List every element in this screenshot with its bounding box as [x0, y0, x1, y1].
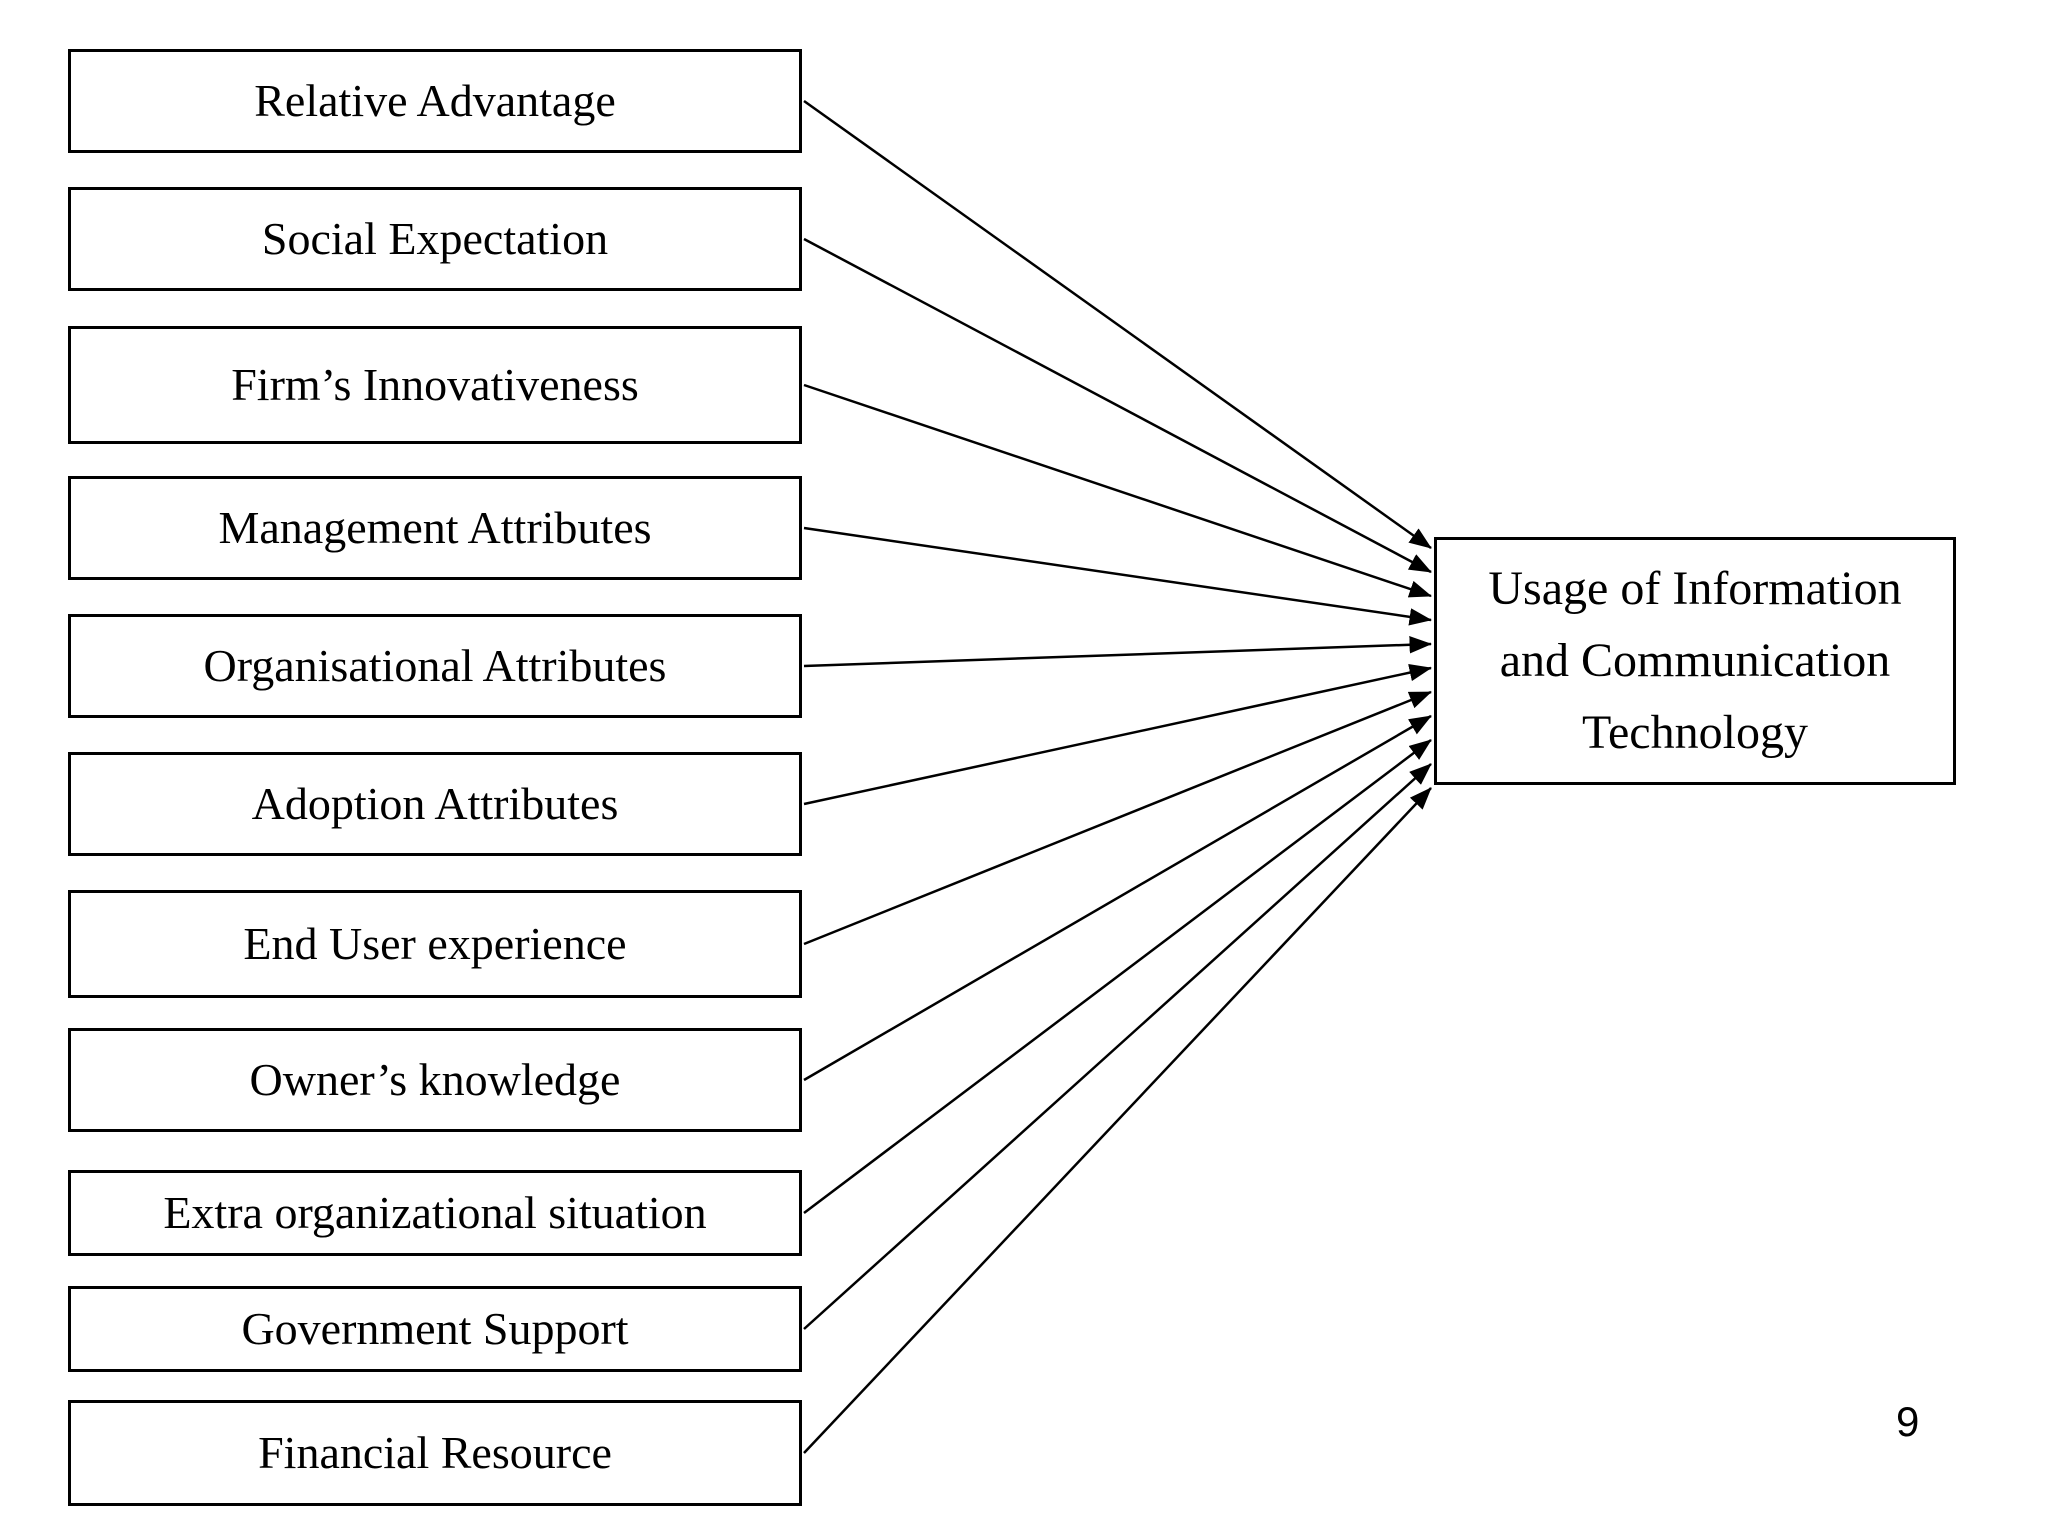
factor-box-label: Adoption Attributes: [251, 777, 619, 829]
factor-box-label: Extra organizational situation: [163, 1186, 707, 1238]
arrow-3: [803, 526, 1432, 626]
arrow-5: [803, 664, 1432, 806]
arrow-6: [803, 690, 1432, 946]
arrow-1: [803, 237, 1432, 574]
arrow-2: [803, 383, 1432, 598]
factor-box-3: Management Attributes: [68, 476, 802, 580]
factor-box-label: Government Support: [241, 1302, 629, 1354]
factor-box-7: Owner’s knowledge: [68, 1028, 802, 1132]
target-box-label: Usage of Information and Communication T…: [1488, 562, 1902, 759]
target-box-usage-of-ict: Usage of Information and Communication T…: [1434, 537, 1956, 785]
factor-box-label: Financial Resource: [258, 1426, 612, 1478]
arrow-7: [803, 714, 1432, 1082]
page-number: 9: [1896, 1398, 1920, 1445]
factor-box-label: Owner’s knowledge: [249, 1053, 621, 1105]
factor-box-label: End User experience: [243, 917, 627, 969]
arrow-0: [803, 99, 1432, 550]
factor-box-4: Organisational Attributes: [68, 614, 802, 718]
factor-box-label: Social Expectation: [261, 212, 609, 264]
factor-box-1: Social Expectation: [68, 187, 802, 291]
factor-box-label: Organisational Attributes: [203, 639, 667, 691]
factor-box-label: Management Attributes: [218, 501, 652, 553]
factor-box-0: Relative Advantage: [68, 49, 802, 153]
arrow-10: [803, 787, 1432, 1454]
arrow-4: [803, 636, 1432, 668]
factor-box-label: Firm’s Innovativeness: [231, 358, 639, 410]
arrow-9: [803, 763, 1432, 1330]
factor-box-9: Government Support: [68, 1286, 802, 1372]
factor-box-5: Adoption Attributes: [68, 752, 802, 856]
factor-box-label: Relative Advantage: [254, 74, 616, 126]
arrow-8: [803, 739, 1432, 1214]
factor-box-8: Extra organizational situation: [68, 1170, 802, 1256]
factor-box-6: End User experience: [68, 890, 802, 998]
factor-box-2: Firm’s Innovativeness: [68, 326, 802, 444]
factor-box-10: Financial Resource: [68, 1400, 802, 1506]
